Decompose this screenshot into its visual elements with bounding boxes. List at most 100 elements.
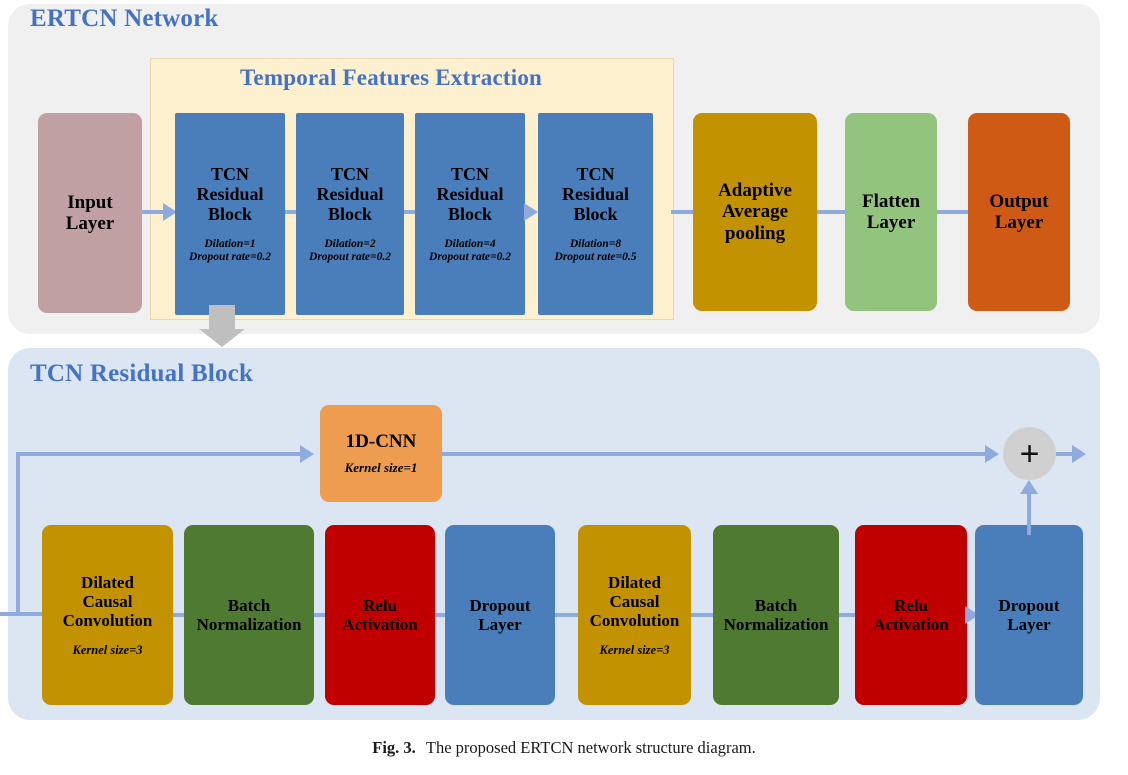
connector-tfe-to-pooling [671, 210, 695, 214]
block-dropout-layer-1[interactable]: Dropout Layer [445, 525, 555, 705]
block-relu-activation-2[interactable]: Relu Activation [855, 525, 967, 705]
bn2-line2: Normalization [723, 615, 829, 634]
flatten-line1: Flatten [861, 190, 921, 212]
arrowhead-input-to-tcn1 [163, 203, 177, 221]
connector-sum-to-output [1056, 452, 1076, 456]
arrowhead-sum-to-output [1072, 445, 1086, 463]
ertcn-network-title: ERTCN Network [30, 5, 219, 32]
tcn1-dilation: Dilation=1 [204, 238, 256, 251]
tcn1-line3: Block [207, 203, 252, 224]
tcn3-line2: Residual [436, 183, 504, 204]
sum-node[interactable]: + [1003, 427, 1056, 480]
connector-tcn2-to-tcn3 [404, 210, 415, 214]
panel-link-down-arrow-icon [199, 305, 245, 347]
cnn-kernel-size: Kernel size=1 [344, 460, 418, 476]
temporal-features-extraction-title: Temporal Features Extraction [240, 65, 543, 90]
dcc1-line2: Causal [82, 591, 133, 611]
dropout1-line2: Layer [478, 615, 522, 634]
bn1-line1: Batch [227, 595, 271, 615]
tcn4-dropout: Dropout rate=0.5 [554, 251, 637, 264]
arrowhead-dropout2-to-sum [1020, 480, 1038, 494]
block-tcn-residual-2[interactable]: TCN Residual Block Dilation=2 Dropout ra… [296, 113, 404, 315]
pooling-line1: Adaptive [718, 180, 792, 202]
input-layer-line2: Layer [65, 213, 115, 234]
pooling-line3: pooling [724, 222, 786, 244]
connector-bn1-to-relu1 [314, 613, 325, 617]
arrowhead-skip-to-cnn [300, 445, 314, 463]
tcn1-line2: Residual [196, 183, 264, 204]
pooling-line2: Average [721, 201, 789, 223]
connector-tcn1-to-tcn2 [285, 210, 296, 214]
arrowhead-tcn3-to-tcn4 [524, 203, 538, 221]
block-dilated-causal-convolution-2[interactable]: Dilated Causal Convolution Kernel size=3 [578, 525, 691, 705]
tcn2-line1: TCN [330, 163, 369, 184]
block-relu-activation-1[interactable]: Relu Activation [325, 525, 435, 705]
output-line1: Output [989, 190, 1049, 212]
relu1-line2: Activation [342, 615, 418, 634]
bn2-line1: Batch [754, 595, 798, 615]
block-adaptive-average-pooling[interactable]: Adaptive Average pooling [693, 113, 817, 311]
connector-dcc1-to-bn1 [173, 613, 184, 617]
skip-split-vertical-line [16, 452, 20, 614]
block-tcn-residual-3[interactable]: TCN Residual Block Dilation=4 Dropout ra… [415, 113, 525, 315]
tcn-residual-block-title: TCN Residual Block [30, 360, 254, 387]
block-output-layer[interactable]: Output Layer [968, 113, 1070, 311]
dropout1-line1: Dropout [469, 595, 531, 615]
connector-input-to-tcn1 [142, 210, 165, 214]
dcc1-line1: Dilated [81, 572, 134, 592]
connector-dropout2-to-sum [1027, 490, 1031, 535]
block-dilated-causal-convolution-1[interactable]: Dilated Causal Convolution Kernel size=3 [42, 525, 173, 705]
block-batch-normalization-1[interactable]: Batch Normalization [184, 525, 314, 705]
tcn4-line1: TCN [576, 163, 615, 184]
relu1-line1: Relu [363, 595, 397, 615]
connector-pooling-to-flatten [817, 210, 846, 214]
connector-relu1-to-dropout1 [435, 613, 445, 617]
connector-bn2-to-relu2 [839, 613, 855, 617]
bn1-line2: Normalization [196, 615, 302, 634]
gray-arrow-head [199, 329, 245, 347]
connector-skip-to-cnn [16, 452, 304, 456]
residual-input-line [0, 612, 46, 616]
cnn-line1: 1D-CNN [345, 430, 417, 452]
gray-arrow-shaft [209, 305, 235, 329]
tcn4-line2: Residual [561, 183, 630, 204]
block-dropout-layer-2[interactable]: Dropout Layer [975, 525, 1083, 705]
connector-dropout1-to-dcc2 [555, 613, 579, 617]
tcn3-dropout: Dropout rate=0.2 [429, 251, 511, 264]
relu2-line2: Activation [873, 615, 949, 634]
block-tcn-residual-1[interactable]: TCN Residual Block Dilation=1 Dropout ra… [175, 113, 285, 315]
connector-cnn-to-sum [442, 452, 987, 456]
flatten-line2: Layer [866, 212, 916, 233]
dropout2-line1: Dropout [998, 595, 1060, 615]
dcc1-kernel-size: Kernel size=3 [72, 642, 143, 657]
tcn4-dilation: Dilation=8 [569, 238, 622, 251]
tcn2-line2: Residual [316, 183, 384, 204]
relu2-line1: Relu [894, 595, 928, 615]
output-line2: Layer [994, 212, 1044, 233]
arrowhead-cnn-to-sum [985, 445, 999, 463]
tcn2-dilation: Dilation=2 [324, 238, 376, 251]
figure-caption: Fig. 3. The proposed ERTCN network struc… [0, 738, 1128, 758]
tcn2-line3: Block [327, 203, 372, 224]
connector-flatten-to-output [937, 210, 969, 214]
tcn3-dilation: Dilation=4 [444, 238, 496, 251]
tcn4-line3: Block [573, 203, 618, 224]
tcn1-dropout: Dropout rate=0.2 [189, 251, 271, 264]
block-batch-normalization-2[interactable]: Batch Normalization [713, 525, 839, 705]
dcc2-line3: Convolution [589, 610, 680, 630]
block-1d-cnn[interactable]: 1D-CNN Kernel size=1 [320, 405, 442, 502]
block-input-layer[interactable]: Input Layer [38, 113, 142, 313]
tcn3-line3: Block [447, 203, 492, 224]
figure-caption-text: The proposed ERTCN network structure dia… [425, 738, 756, 757]
figure-caption-label: Fig. 3. [372, 738, 416, 757]
dropout2-line2: Layer [1007, 615, 1051, 634]
input-layer-line1: Input [67, 191, 113, 213]
block-tcn-residual-4[interactable]: TCN Residual Block Dilation=8 Dropout ra… [538, 113, 653, 315]
dcc2-line1: Dilated [608, 572, 661, 592]
tcn2-dropout: Dropout rate=0.2 [309, 251, 391, 264]
block-flatten-layer[interactable]: Flatten Layer [845, 113, 937, 311]
dcc1-line3: Convolution [62, 610, 153, 630]
dcc2-line2: Causal [609, 591, 660, 611]
tcn1-line1: TCN [210, 163, 249, 184]
